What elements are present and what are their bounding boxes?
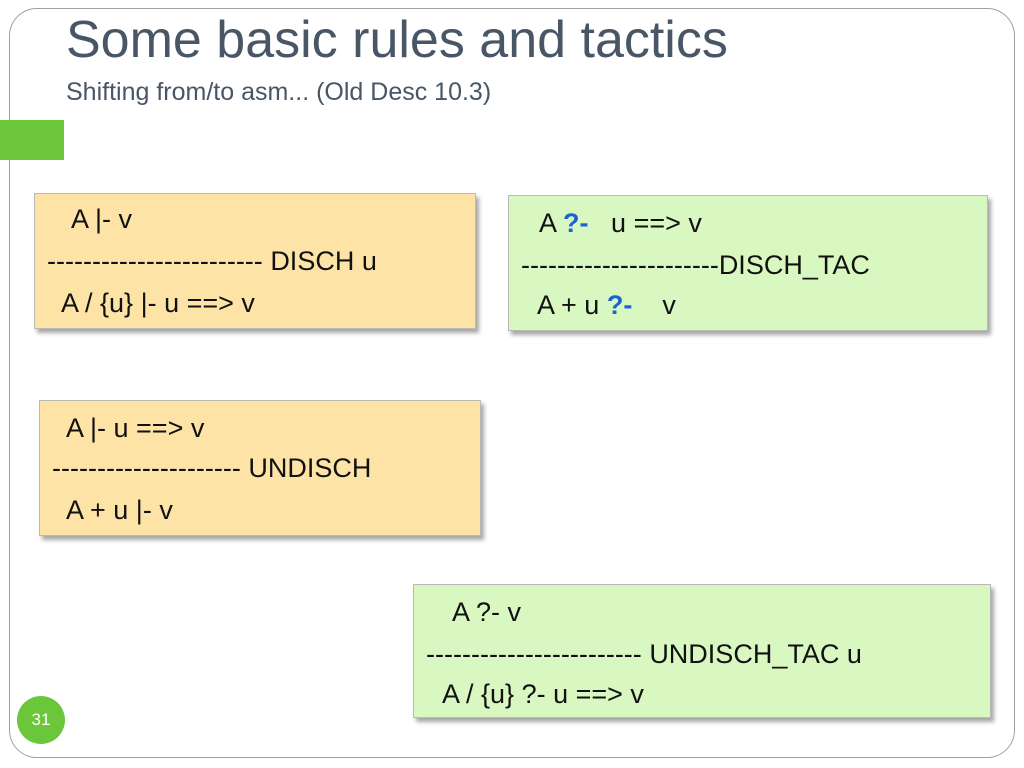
slide-frame (9, 8, 1015, 758)
page-number-badge: 31 (17, 696, 65, 744)
undisch-conclusion: A + u |- v (66, 495, 173, 525)
disch-inference-line: ------------------------ DISCH u (47, 246, 377, 277)
disch-tac-goal-assumptions: A (539, 208, 556, 238)
undisch-rule-box: A |- u ==> v --------------------- UNDIS… (39, 400, 481, 536)
disch-tac-subgoal-term: v (662, 290, 676, 320)
disch-tac-subgoal: A + u ?- v (537, 290, 676, 321)
undisch-bar: --------------------- (52, 453, 241, 483)
disch-tac-inference-line: ----------------------DISCH_TAC (521, 250, 870, 281)
undisch-premise: A |- u ==> v (66, 413, 205, 443)
disch-tac-box: A ?- u ==> v ----------------------DISCH… (508, 195, 988, 331)
disch-tac-goal: A ?- u ==> v (539, 208, 702, 239)
undisch-tac-goal: A ?- v (452, 597, 522, 627)
disch-tac-goal-operator: ?- (563, 208, 589, 238)
disch-tac-name: DISCH_TAC (718, 250, 870, 280)
disch-tac-bar: ---------------------- (521, 250, 719, 280)
disch-bar: ------------------------ (47, 246, 263, 276)
disch-tac-subgoal-assumptions: A + u (537, 290, 600, 320)
undisch-tac-name: UNDISCH_TAC u (649, 639, 862, 669)
undisch-inference-line: --------------------- UNDISCH (52, 453, 371, 484)
disch-tac-subgoal-operator: ?- (606, 290, 633, 320)
undisch-tac-inference-line: ------------------------ UNDISCH_TAC u (426, 639, 862, 670)
undisch-tac-bar: ------------------------ (426, 639, 642, 669)
disch-rule-name: DISCH u (270, 246, 377, 276)
slide-title: Some basic rules and tactics (66, 11, 728, 69)
undisch-tac-box: A ?- v ------------------------ UNDISCH_… (413, 584, 991, 718)
disch-conclusion: A / {u} |- u ==> v (61, 288, 255, 318)
undisch-rule-name: UNDISCH (248, 453, 372, 483)
page-number: 31 (31, 710, 51, 729)
accent-bar (0, 120, 64, 160)
disch-rule-box: A |- v ------------------------ DISCH u … (34, 193, 476, 329)
undisch-tac-subgoal: A / {u} ?- u ==> v (442, 679, 644, 709)
disch-premise: A |- v (71, 204, 133, 234)
slide-subtitle: Shifting from/to asm... (Old Desc 10.3) (66, 78, 492, 106)
disch-tac-goal-term: u ==> v (611, 208, 702, 238)
